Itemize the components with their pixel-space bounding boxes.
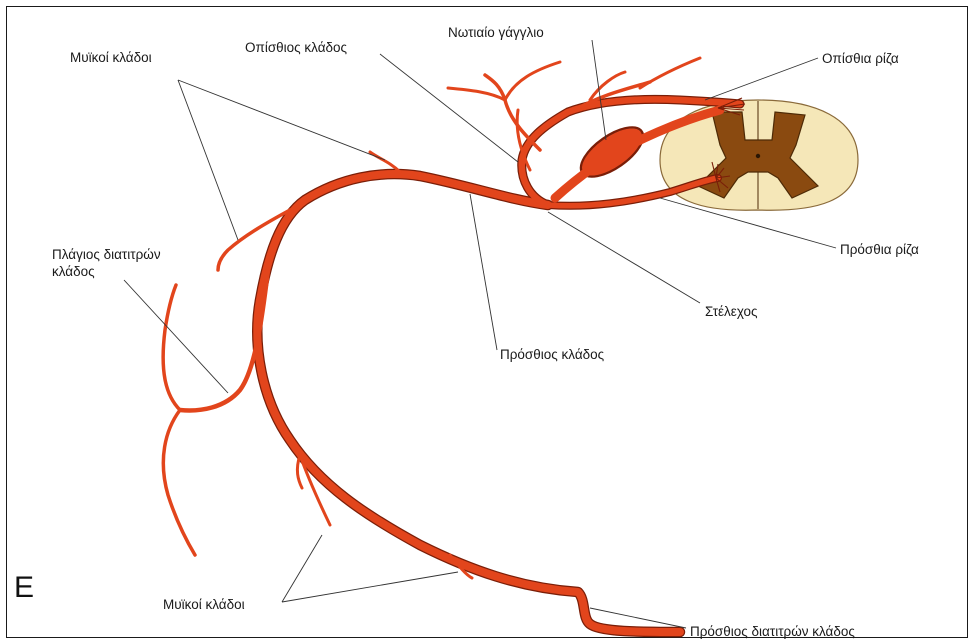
label-lateral-cutaneous-2: κλάδος: [52, 264, 95, 279]
central-canal: [756, 154, 760, 158]
label-anterior-cutaneous: Πρόσθιος διατιτρών κλάδος: [690, 624, 855, 639]
label-spinal-ganglion: Νωτιαίο γάγγλιο: [448, 25, 544, 40]
label-muscular-branches-top: Μυϊκοί κλάδοι: [70, 50, 152, 65]
nerve-fills: [163, 58, 745, 632]
label-anterior-ramus: Πρόσθιος κλάδος: [500, 347, 605, 362]
label-trunk: Στέλεχος: [705, 304, 758, 319]
label-lateral-cutaneous-1: Πλάγιος διατιτρών: [52, 247, 161, 262]
label-muscular-branches-bottom: Μυϊκοί κλάδοι: [163, 597, 245, 612]
anterior-ramus-nerve: [257, 174, 680, 632]
label-anterior-root: Πρόσθια ρίζα: [840, 242, 919, 257]
label-posterior-ramus: Οπίσθιος κλάδος: [245, 40, 348, 55]
panel-letter: E: [14, 571, 34, 604]
label-posterior-root: Οπίσθια ρίζα: [822, 51, 899, 66]
